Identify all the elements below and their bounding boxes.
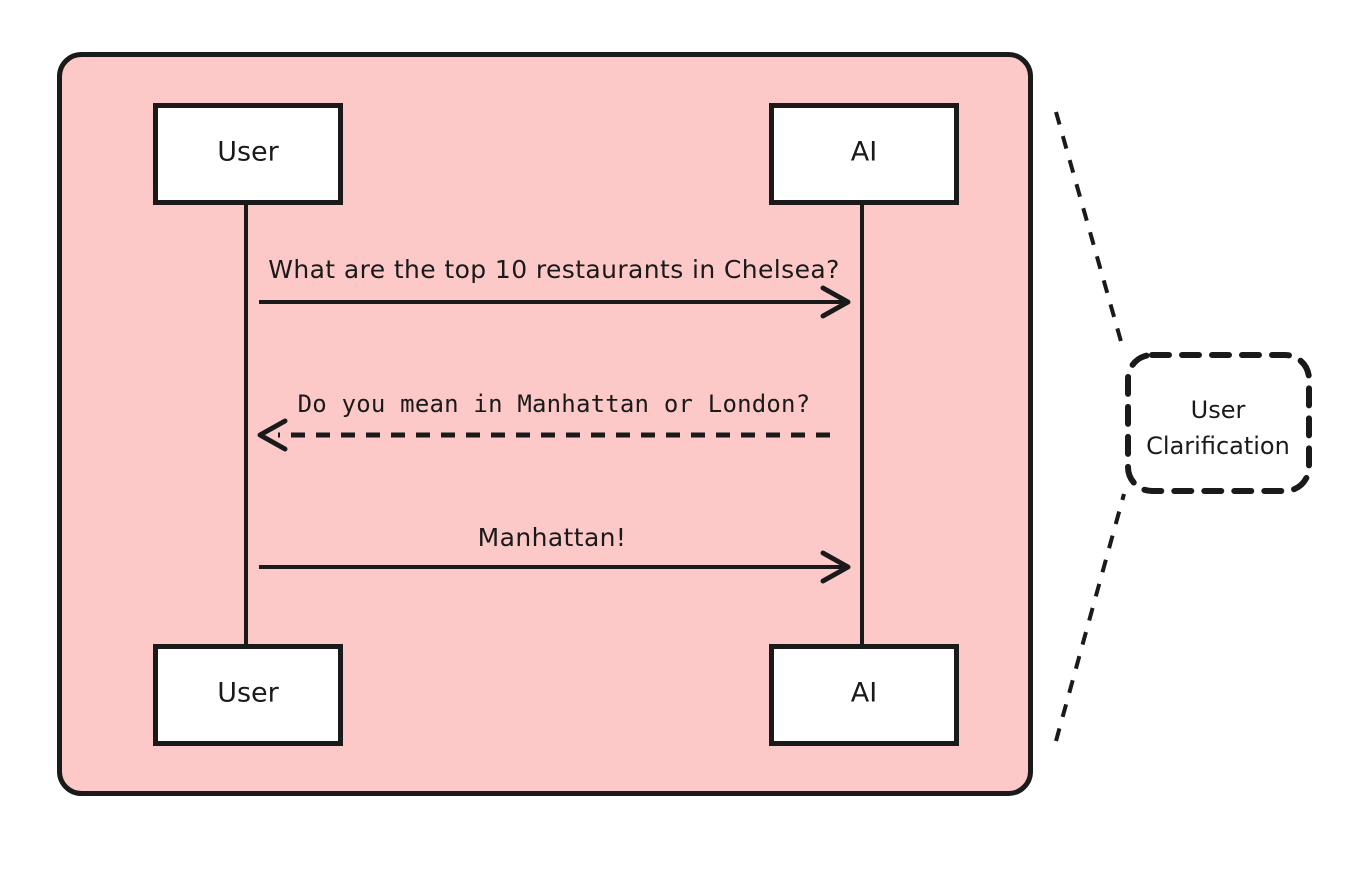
note-connector-top <box>1054 111 1126 353</box>
participant-box-user-top[interactable]: User <box>153 103 343 205</box>
message-1[interactable]: What are the top 10 restaurants in Chels… <box>259 255 851 319</box>
message-2[interactable]: Do you mean in Manhattan or London? <box>257 390 830 452</box>
participant-label-user-top: User <box>217 137 279 168</box>
note-user-clarification[interactable]: User Clarification <box>1125 352 1312 494</box>
message-1-label: What are the top 10 restaurants in Chels… <box>268 255 840 284</box>
participant-box-user-bottom[interactable]: User <box>153 644 343 746</box>
diagram-frame <box>57 52 1033 796</box>
participant-box-ai-top[interactable]: AI <box>769 103 959 205</box>
participant-label-user-bottom: User <box>217 678 279 709</box>
participant-label-ai-bottom: AI <box>851 678 877 709</box>
message-2-arrowhead <box>257 418 288 452</box>
message-1-arrowhead <box>820 285 851 319</box>
message-3-arrowhead <box>820 550 851 584</box>
note-label-line1: User <box>1191 396 1246 424</box>
participant-box-ai-bottom[interactable]: AI <box>769 644 959 746</box>
message-3-label: Manhattan! <box>478 523 627 552</box>
note-connector-bottom <box>1054 493 1126 742</box>
participant-label-ai-top: AI <box>851 137 877 168</box>
note-label-line2: Clarification <box>1146 432 1290 460</box>
note-box-outline <box>1125 352 1312 494</box>
message-2-label: Do you mean in Manhattan or London? <box>298 390 811 418</box>
message-3[interactable]: Manhattan! <box>259 523 851 584</box>
